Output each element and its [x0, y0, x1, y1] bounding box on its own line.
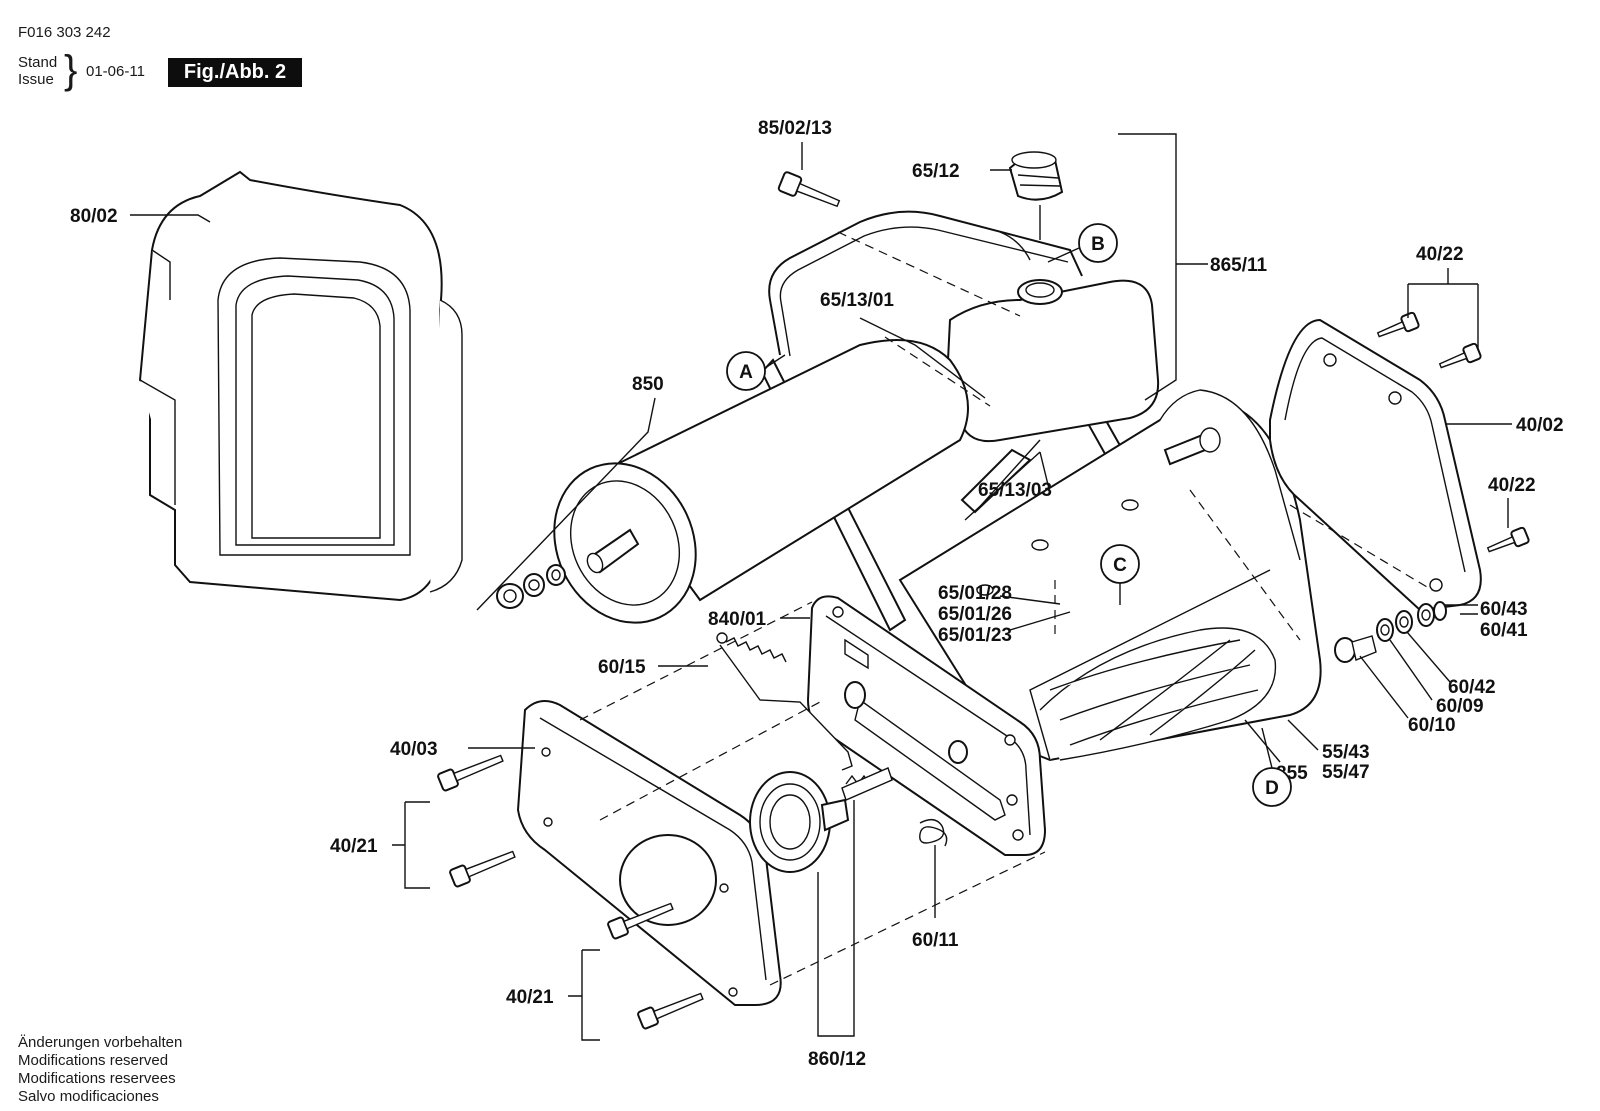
label-40-02: 40/02 — [1516, 415, 1564, 436]
label-55-47: 55/47 — [1322, 762, 1370, 783]
notice-fr: Modifications reservees — [18, 1070, 176, 1087]
fuel-cap-part — [1008, 151, 1064, 240]
svg-text:C: C — [1113, 555, 1127, 576]
label-60-41: 60/41 — [1480, 620, 1528, 641]
label-85-02-13: 85/02/13 — [758, 118, 832, 139]
side-plate-part — [806, 595, 1047, 856]
label-40-21-upper: 40/21 — [330, 836, 378, 857]
left-screws-part — [437, 754, 704, 1030]
top-bolt-part — [777, 171, 841, 208]
label-65-01-26: 65/01/26 — [938, 604, 1012, 625]
label-40-22-right: 40/22 — [1488, 475, 1536, 496]
grass-box-part — [138, 170, 463, 602]
blade-cylinder-part — [1039, 627, 1277, 761]
svg-text:B: B — [1091, 234, 1105, 255]
label-60-09: 60/09 — [1436, 696, 1484, 717]
label-60-10: 60/10 — [1408, 715, 1456, 736]
leader-lines — [130, 133, 1512, 1041]
label-55-43: 55/43 — [1322, 742, 1370, 763]
label-60-43: 60/43 — [1480, 599, 1528, 620]
svg-text:D: D — [1265, 778, 1279, 799]
label-65-01-23: 65/01/23 — [938, 625, 1012, 646]
right-washers-part — [1334, 601, 1447, 663]
roller-part — [553, 339, 969, 624]
label-65-01-28: 65/01/28 — [938, 583, 1012, 604]
left-side-cover-part — [516, 700, 782, 1006]
notice-es: Salvo modificaciones — [18, 1088, 159, 1105]
fuel-hose-part — [960, 231, 1032, 514]
brace-icon: } — [64, 48, 78, 92]
notice-en: Modifications reserved — [18, 1052, 169, 1069]
issue-date: 01-06-11 — [86, 63, 145, 80]
right-screws-part — [1376, 311, 1530, 553]
gear-set-part — [749, 740, 968, 873]
issue-label: Issue — [18, 71, 54, 88]
label-860-12: 860/12 — [808, 1049, 866, 1070]
label-840-01: 840/01 — [708, 609, 767, 630]
label-80-02: 80/02 — [70, 206, 118, 227]
document-number: F016 303 242 — [18, 24, 111, 41]
callout-a: A — [726, 351, 786, 391]
label-65-13-03: 65/13/03 — [978, 480, 1052, 501]
right-side-cover-part — [1269, 318, 1482, 612]
label-40-21-lower: 40/21 — [506, 987, 554, 1008]
label-865-11: 865/11 — [1210, 255, 1267, 276]
label-850: 850 — [632, 374, 664, 395]
svg-text:A: A — [739, 362, 753, 383]
label-65-13-01: 65/13/01 — [820, 290, 894, 311]
label-60-11: 60/11 — [912, 930, 959, 951]
stand-label: Stand — [18, 54, 58, 71]
label-60-15: 60/15 — [598, 657, 646, 678]
roller-washers-part — [496, 564, 566, 609]
figure-badge: Fig./Abb. 2 — [168, 58, 302, 87]
callout-d: D — [1252, 727, 1292, 807]
callout-c: C — [1100, 544, 1140, 605]
notice-de: Änderungen vorbehalten — [18, 1034, 183, 1051]
small-spring-part — [919, 818, 948, 847]
label-65-12: 65/12 — [912, 161, 960, 182]
label-40-22-top: 40/22 — [1416, 244, 1464, 265]
fuel-tank-part — [946, 279, 1160, 442]
label-40-03: 40/03 — [390, 739, 438, 760]
label-60-42: 60/42 — [1448, 677, 1496, 698]
long-spring-part — [716, 632, 853, 771]
assembly-guide-lines — [579, 231, 1433, 986]
callout-b: B — [1047, 223, 1118, 263]
modifications-notice: Änderungen vorbehalten Modifications res… — [18, 1034, 182, 1106]
